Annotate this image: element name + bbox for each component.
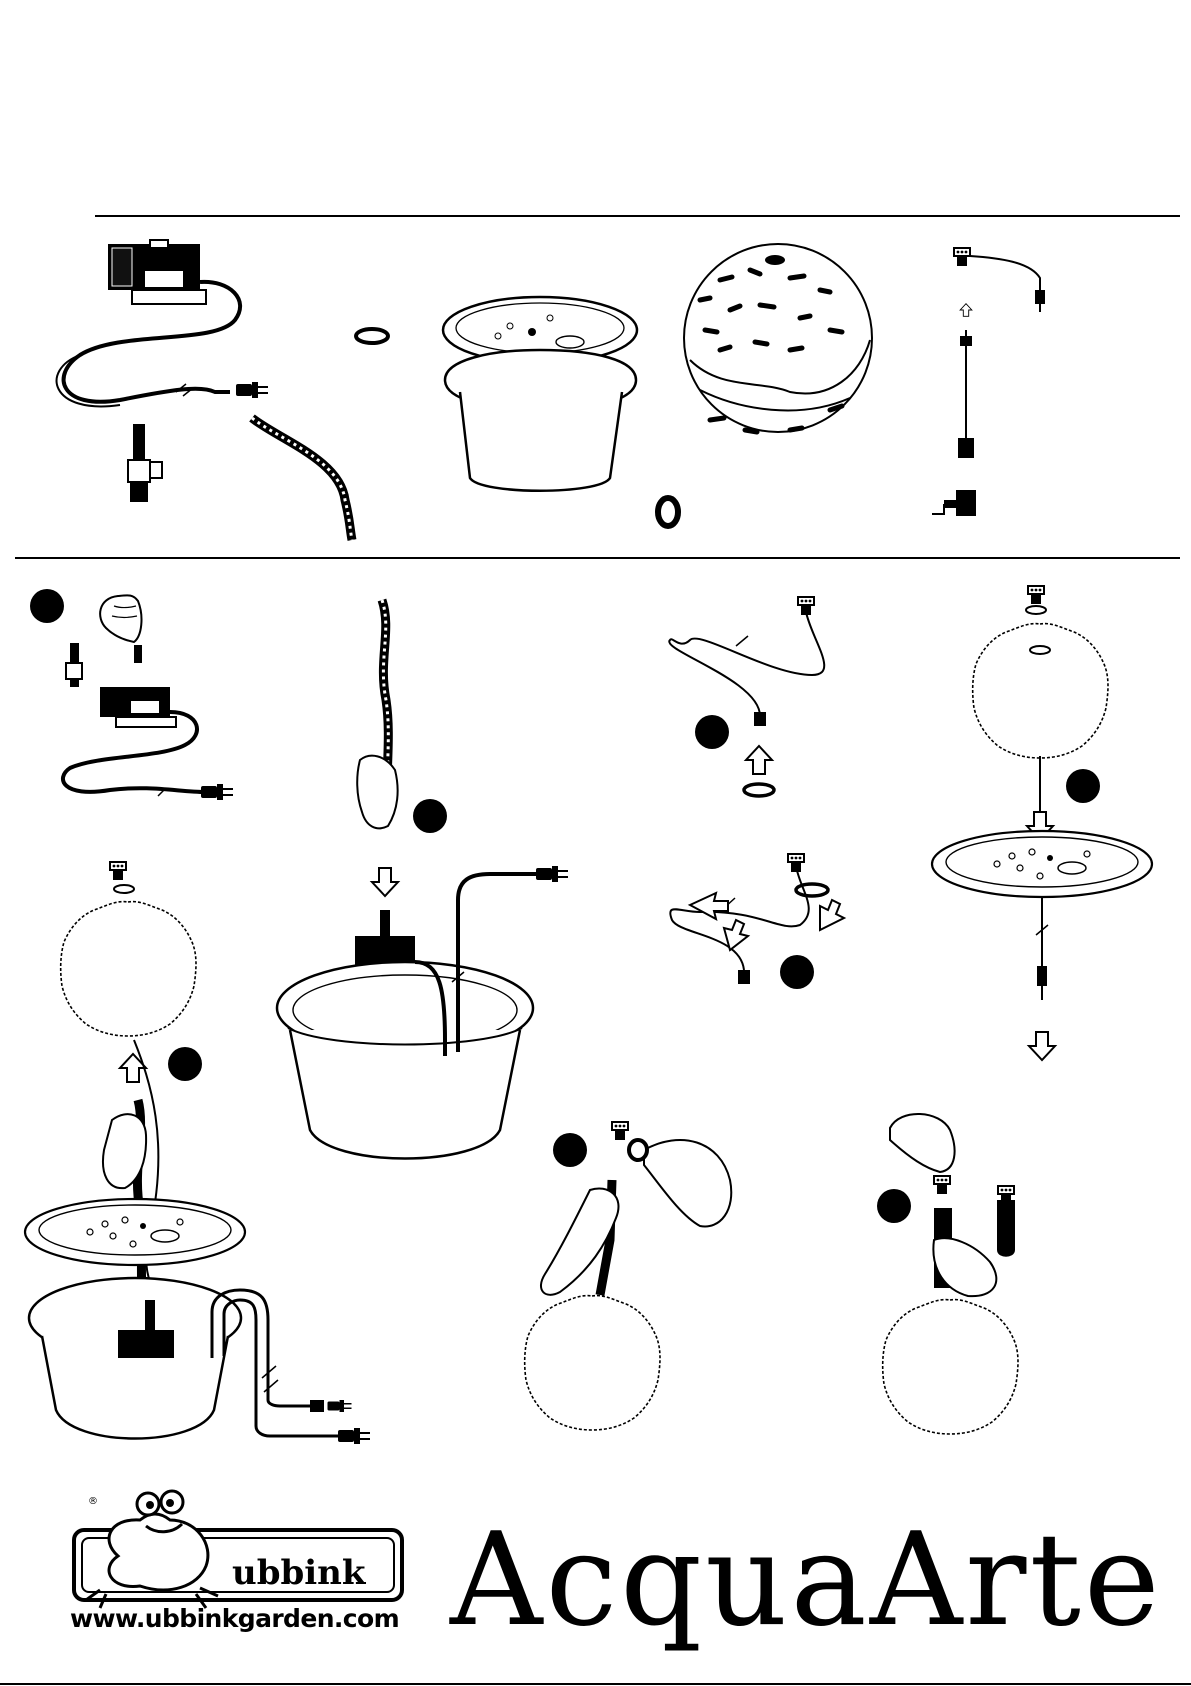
plug-icon	[338, 1428, 370, 1444]
step-1-badge	[30, 589, 64, 623]
step-6-badge	[168, 1047, 202, 1081]
part-rubber-ring-icon	[658, 498, 678, 526]
lid-icon	[25, 1199, 245, 1265]
part-pump-plug-icon	[236, 382, 268, 398]
led-cable	[669, 612, 824, 716]
reservoir-icon	[277, 962, 533, 1159]
step-5-badge	[1066, 769, 1100, 803]
part-led-light-icon	[954, 248, 1045, 312]
registered-mark: ®	[88, 1496, 98, 1507]
step-4-badge	[780, 955, 814, 989]
hand-icon	[357, 756, 397, 829]
plug-icon	[536, 866, 568, 882]
led-icon	[612, 1122, 628, 1140]
led-with-hose-icon	[998, 1186, 1014, 1254]
part-stone-sphere-icon	[684, 244, 872, 432]
part-transformer-icon	[932, 490, 976, 516]
led-cable	[670, 866, 808, 970]
part-reservoir-icon	[443, 297, 637, 491]
pump-icon	[100, 687, 176, 727]
plug-icon	[201, 784, 233, 800]
sphere-icon	[883, 1300, 1018, 1434]
step-3-badge	[695, 715, 729, 749]
down-arrow-icon	[372, 868, 398, 896]
washer-icon	[744, 784, 774, 796]
led-icon	[1028, 586, 1044, 604]
part-hose-adapter-icon	[128, 424, 162, 502]
down-arrow-icon	[1029, 1032, 1055, 1060]
part-pump-icon	[108, 240, 206, 304]
lid-icon	[932, 831, 1152, 897]
up-arrow-icon	[120, 1054, 146, 1082]
led-icon	[110, 862, 126, 880]
up-arrow-icon	[746, 746, 772, 774]
transformer-plug-icon	[328, 1400, 352, 1412]
hose-adapter-icon	[66, 643, 142, 687]
rubber-ring-icon	[629, 1140, 647, 1160]
step-2-badge	[413, 799, 447, 833]
step-7-badge	[553, 1133, 587, 1167]
sphere-icon	[61, 902, 196, 1036]
logo-wordmark: ubbink	[232, 1553, 367, 1593]
website-url[interactable]: www.ubbinkgarden.com	[70, 1604, 420, 1633]
washer-icon	[796, 884, 828, 896]
sphere-icon	[973, 624, 1108, 758]
reservoir-icon	[29, 1278, 241, 1439]
hand-icon	[890, 1114, 955, 1172]
product-name: AcquaArte	[450, 1506, 1130, 1656]
ubbink-logo: ® ubbink	[74, 1491, 402, 1608]
led-icon	[934, 1176, 950, 1194]
part-washer-icon	[356, 329, 388, 343]
sphere-icon	[525, 1296, 660, 1430]
hand-icon	[644, 1140, 731, 1227]
assembly-up-arrow-icon	[960, 304, 972, 317]
hand-icon	[100, 595, 141, 642]
step-8-badge	[877, 1189, 911, 1223]
